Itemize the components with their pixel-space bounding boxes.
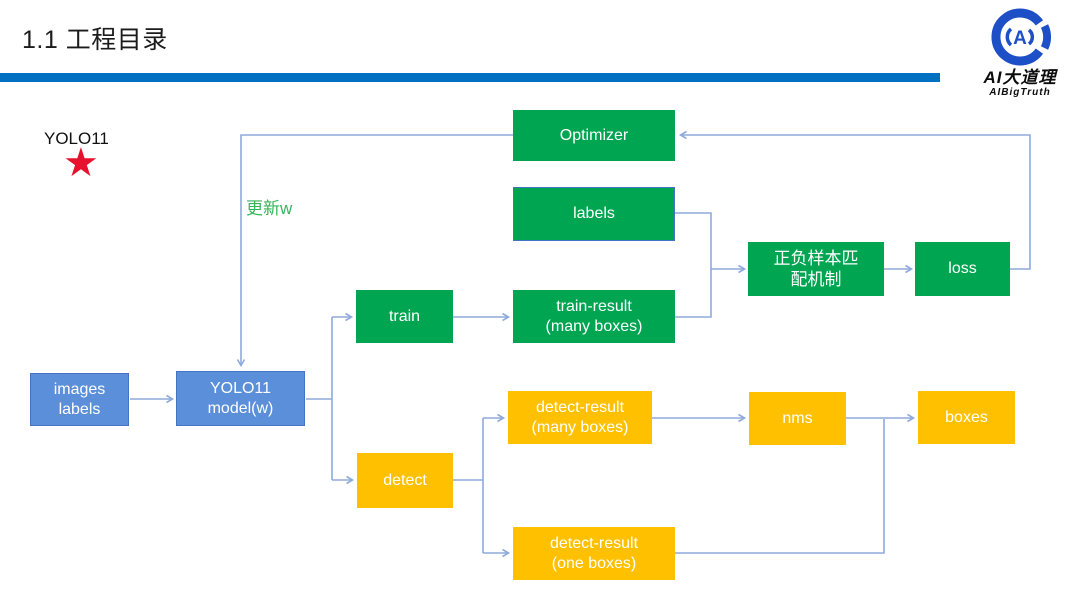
edge-detect-branch bbox=[453, 418, 484, 553]
node-optimizer: Optimizer bbox=[513, 110, 675, 161]
node-images-labels: images labels bbox=[30, 373, 129, 426]
star-icon: ★ bbox=[63, 141, 99, 185]
node-labels: labels bbox=[513, 187, 675, 241]
edge-one-to-boxes-join bbox=[675, 419, 885, 554]
node-train-result: train-result (many boxes) bbox=[513, 290, 675, 343]
edge-labels-to-junction bbox=[675, 212, 712, 269]
node-nms: nms bbox=[749, 392, 846, 445]
node-loss: loss bbox=[915, 242, 1010, 296]
edge-loss-to-optimizer bbox=[678, 130, 1031, 270]
page-title: 1.1 工程目录 bbox=[22, 26, 168, 54]
node-detect-result-many: detect-result (many boxes) bbox=[508, 391, 652, 444]
node-detect: detect bbox=[357, 453, 453, 508]
node-detect-result-one: detect-result (one boxes) bbox=[513, 527, 675, 580]
aibigtruth-logo: A AI大道理 AIBigTruth bbox=[966, 5, 1074, 98]
update-w-label: 更新w bbox=[246, 199, 293, 218]
node-train: train bbox=[356, 290, 453, 343]
logo-brand-chinese: AI大道理 bbox=[983, 68, 1057, 87]
yolo11-caption: YOLO11 bbox=[44, 129, 109, 148]
logo-brand-english: AIBigTruth bbox=[989, 86, 1051, 98]
node-sample-matching: 正负样本匹 配机制 bbox=[748, 242, 884, 296]
svg-text:A: A bbox=[1013, 28, 1027, 49]
node-boxes: boxes bbox=[918, 391, 1015, 444]
edge-model-branch bbox=[306, 317, 333, 480]
edge-trainresult-to-junction bbox=[675, 269, 712, 318]
node-yolo11-model: YOLO11 model(w) bbox=[176, 371, 305, 426]
edge-optimizer-to-model bbox=[236, 134, 513, 368]
aibigtruth-logo-icon: A bbox=[991, 8, 1052, 66]
header-divider-bar bbox=[0, 73, 940, 82]
